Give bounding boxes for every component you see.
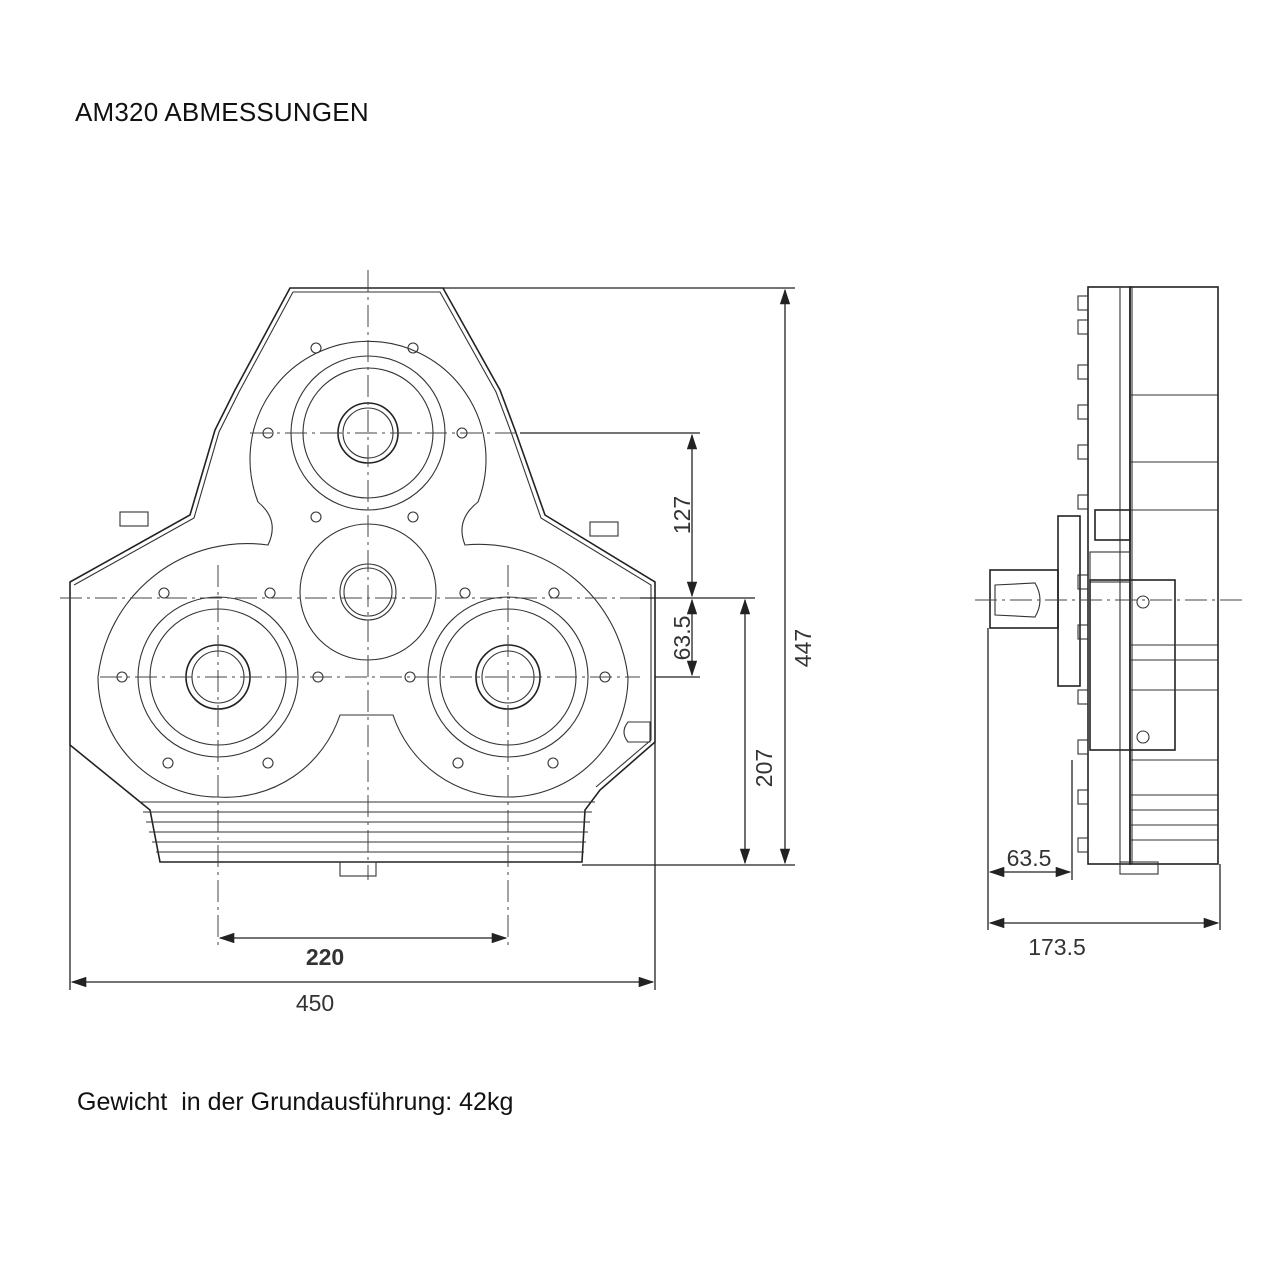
dim-173-5: 173.5 (1028, 934, 1086, 960)
dim-side-63-5: 63.5 (1007, 845, 1052, 871)
side-view: 63.5 173.5 (975, 286, 1245, 960)
oil-level-plug (623, 721, 651, 743)
dim-63-5: 63.5 (669, 616, 695, 661)
center-lines (60, 270, 665, 945)
side-vent-plug (1094, 509, 1131, 541)
shaft-keyway (994, 582, 1041, 618)
dim-220: 220 (306, 944, 344, 970)
dim-447: 447 (790, 629, 816, 667)
vent-plug-right (589, 521, 619, 537)
dim-127: 127 (669, 496, 695, 534)
front-dimensions: 220 450 447 127 63.5 207 (69, 287, 816, 1016)
side-shaft (989, 569, 1059, 629)
weight-note: Gewicht in der Grundausführung: 42kg (77, 1088, 514, 1116)
dim-450: 450 (296, 990, 334, 1016)
front-view (60, 270, 665, 945)
vent-plug-left (119, 511, 149, 527)
dim-207: 207 (751, 749, 777, 787)
page-title: AM320 ABMESSUNGEN (75, 97, 369, 127)
drain-plug (339, 861, 377, 877)
side-flange (1057, 515, 1081, 687)
gear-lobes (97, 340, 629, 798)
housing-outline (69, 287, 656, 863)
